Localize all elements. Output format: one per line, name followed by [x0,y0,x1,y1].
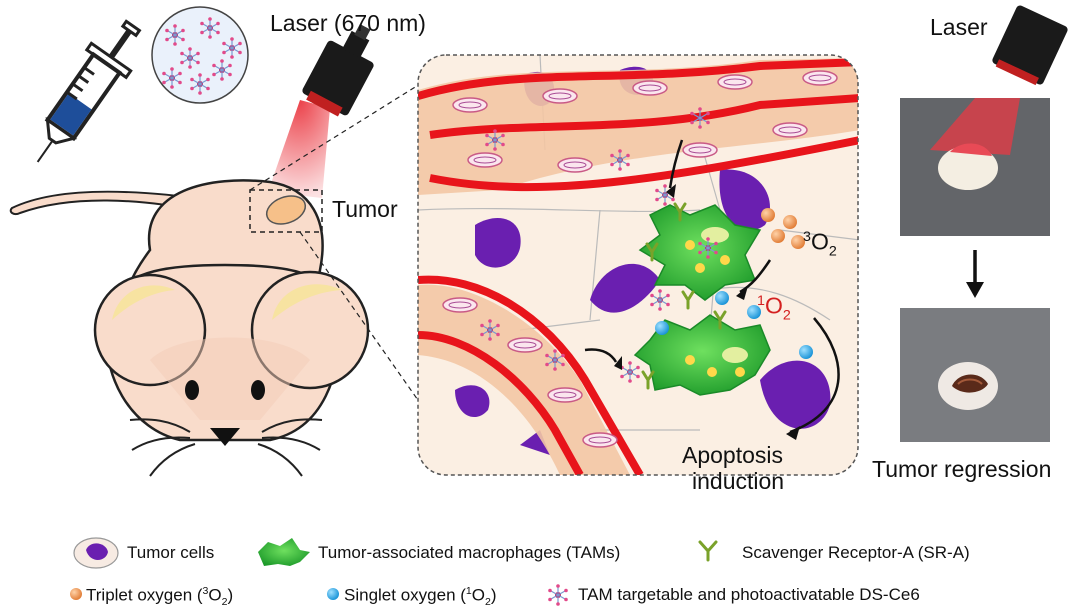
syringe-icon [36,19,142,163]
legend-singlet: Singlet oxygen (1O2) [344,585,497,609]
legend-macrophage-icon [258,538,310,566]
blood-vessel-lower [418,275,644,475]
legend-tams: Tumor-associated macrophages (TAMs) [318,543,621,562]
legend-tumor-cells: Tumor cells [127,543,215,562]
mouse-icon [9,179,370,477]
apoptosis-label-line1: Apoptosis [682,442,784,468]
tumor-label: Tumor [332,196,398,222]
legend-triplet-icon [70,588,82,600]
nanoparticle-icon [151,6,249,104]
singlet-oxygen-label: 1O2 [757,292,791,324]
singlet-oxygen-dots [655,291,813,359]
apoptosis-label-line2: induction [692,468,785,494]
laser-device-icon [268,23,374,198]
tumor-zoom-box [249,189,323,233]
legend-sra: Scavenger Receptor-A (SR-A) [742,543,970,562]
tumor-regression-label: Tumor regression [872,456,1052,482]
legend-triplet: Triplet oxygen (3O2) [86,585,234,609]
legend-receptor-icon [698,540,718,562]
laser-label: Laser (670 nm) [270,10,426,36]
down-arrow [966,250,984,298]
photo-before [900,98,1050,236]
legend-singlet-icon [327,588,339,600]
legend-dsce6-icon [547,583,569,607]
legend-dsce6: TAM targetable and photoactivatable DS-C… [578,585,920,604]
legend-tumor-cell-icon [73,537,119,569]
laser-label-right: Laser [930,14,988,40]
triplet-oxygen-label: 3O2 [803,228,837,260]
photo-after [900,308,1050,442]
triplet-oxygen-cluster [761,208,805,249]
tissue-magnification [418,55,858,475]
laser-device-icon-right [992,5,1068,86]
blood-vessel-upper [418,58,858,195]
